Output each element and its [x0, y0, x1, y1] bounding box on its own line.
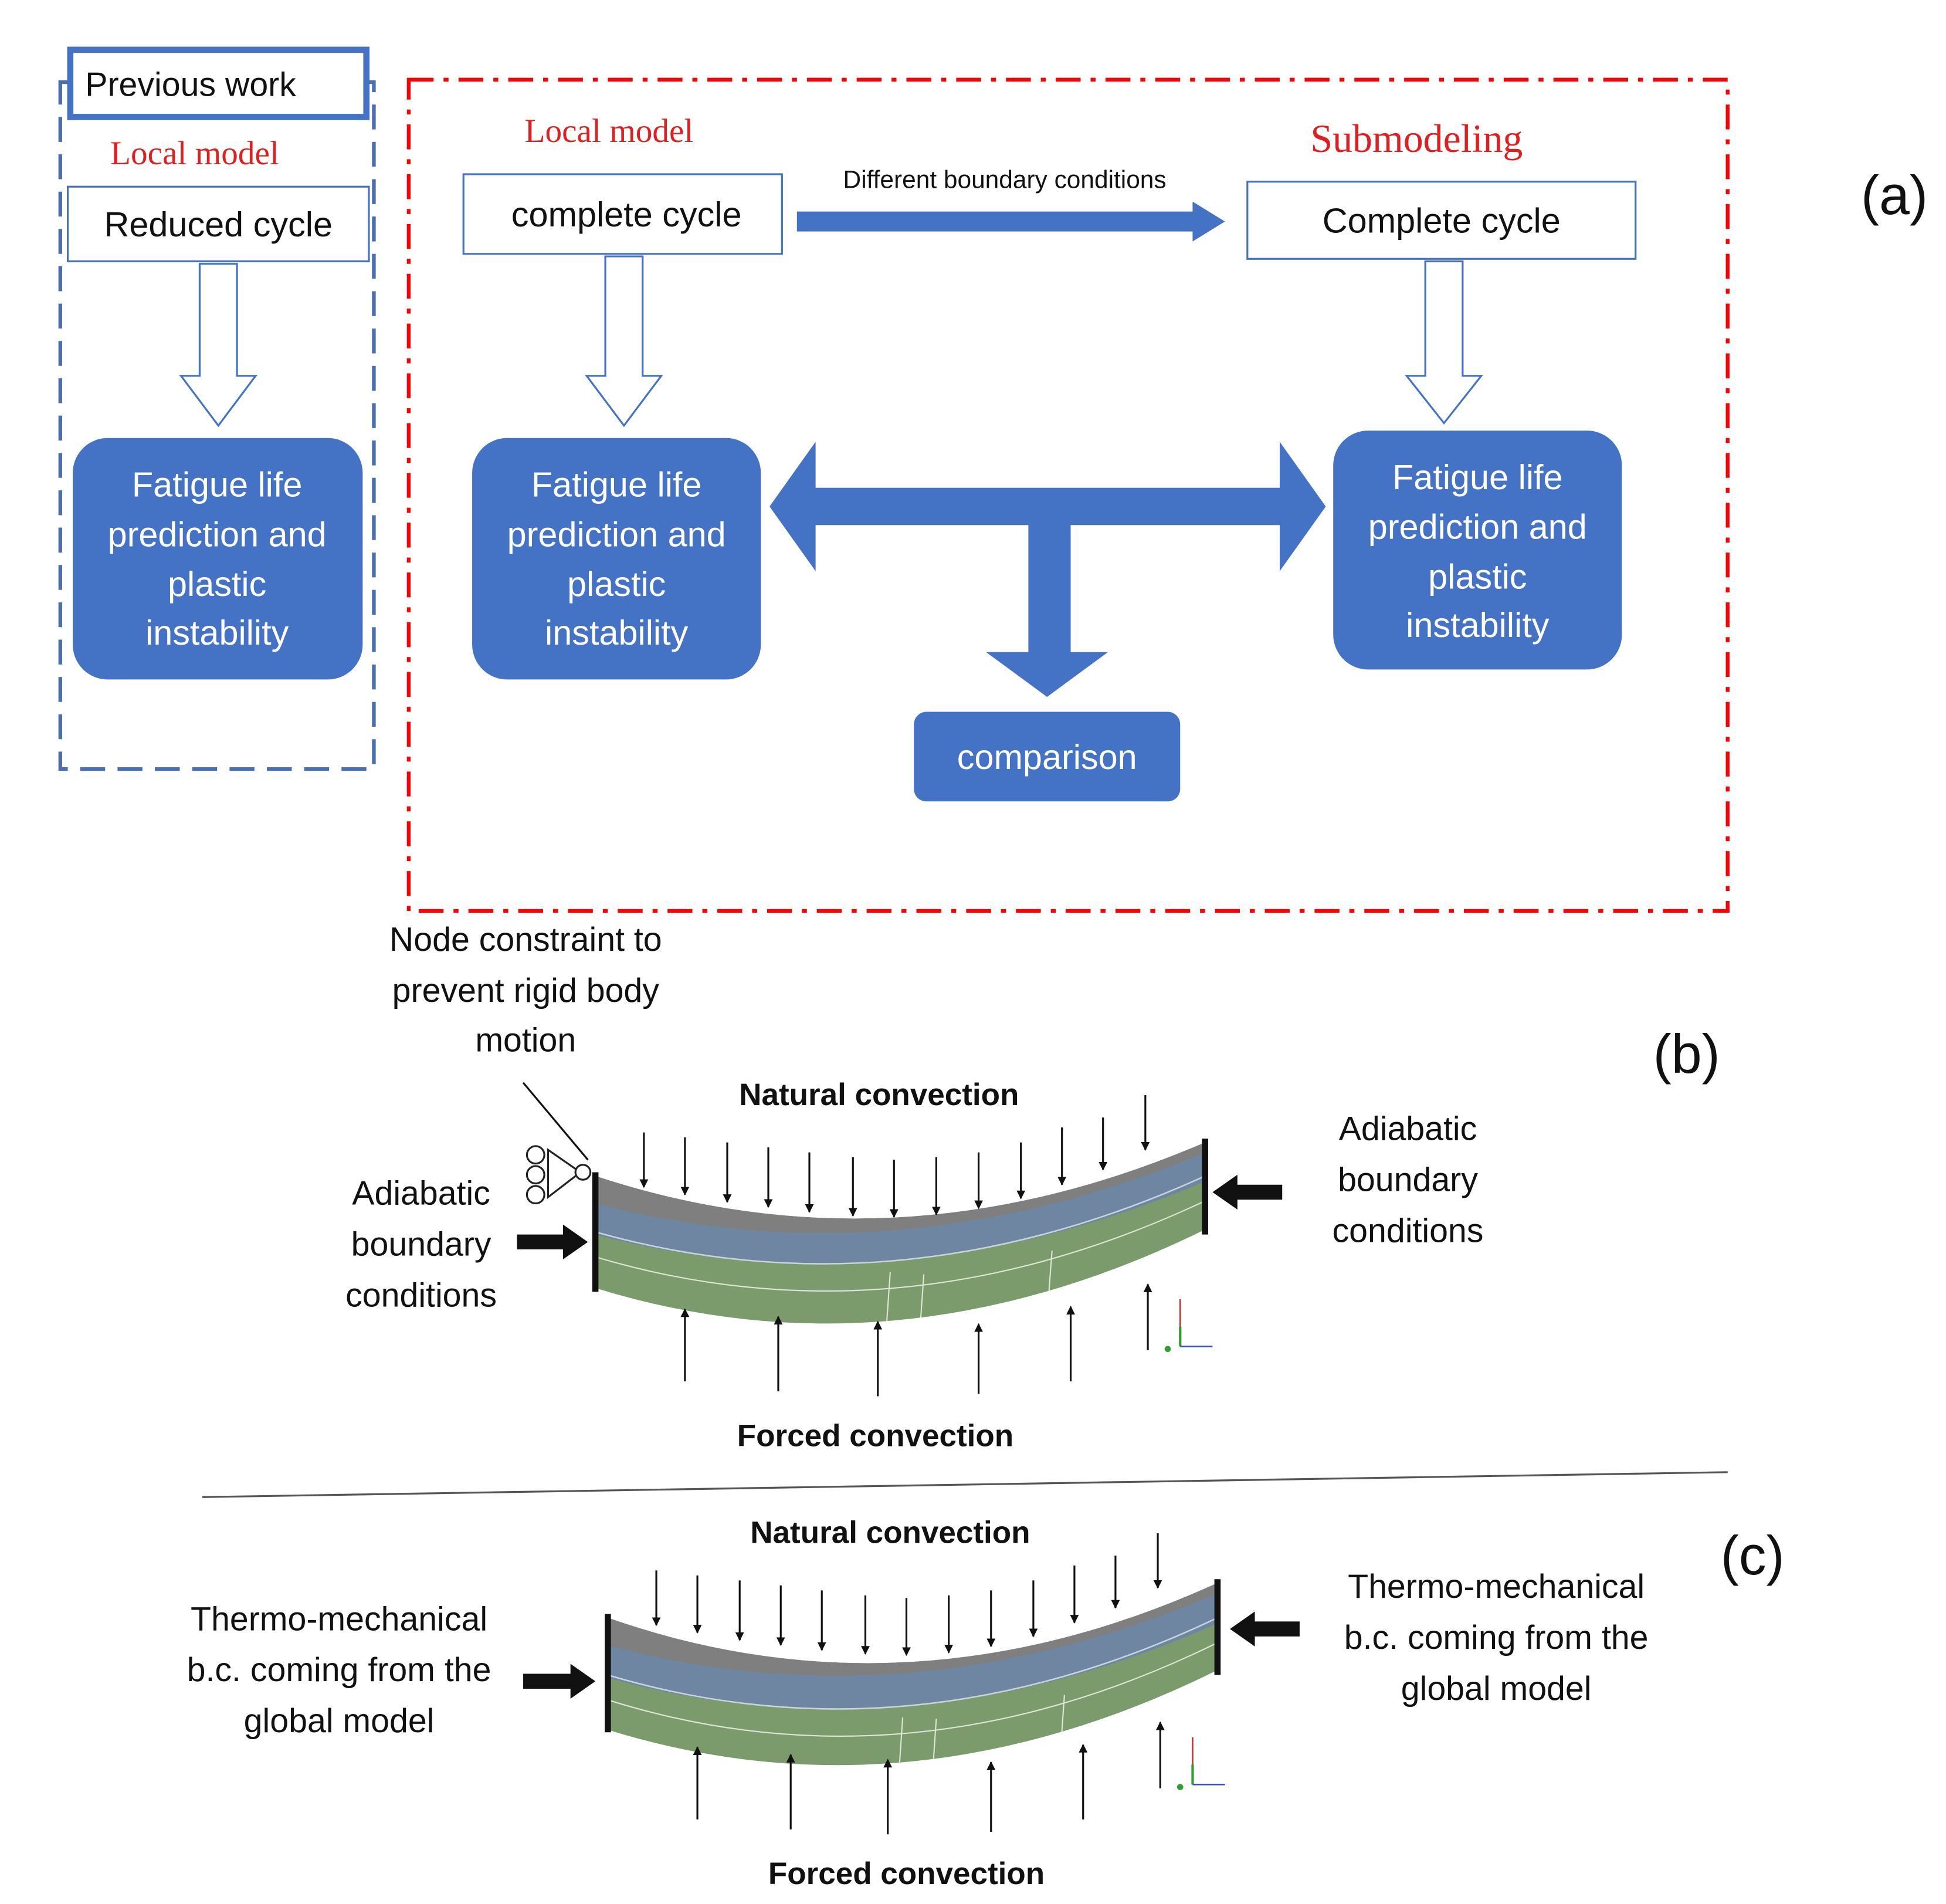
previous-output-line-2: prediction and — [108, 514, 327, 554]
panel-b-label: (b) — [1653, 1024, 1720, 1085]
thermo-left-line-3: global model — [244, 1702, 435, 1740]
panel-c-label: (c) — [1721, 1525, 1785, 1586]
local-output-box — [472, 438, 761, 680]
thermo-left-line-1: Thermo-mechanical — [191, 1600, 487, 1638]
node-note-line-1: Node constraint to — [389, 921, 662, 958]
node-note-leader — [522, 1082, 589, 1161]
adiabatic-right-line-2: boundary — [1338, 1161, 1478, 1198]
axis-triad-c — [1177, 1737, 1225, 1790]
adiabatic-right-line-1: Adiabatic — [1339, 1110, 1477, 1147]
natural-convection-arrows-c — [652, 1533, 1162, 1656]
reduced-cycle-box — [66, 185, 370, 263]
local-model-title: Local model — [525, 113, 694, 150]
previous-work-tag — [67, 46, 370, 120]
forced-convection-label-c: Forced convection — [768, 1856, 1045, 1891]
complete-cycle-local-box — [462, 173, 783, 255]
natural-convection-label-c: Natural convection — [750, 1516, 1030, 1550]
local-output-line-1: Fatigue life — [531, 465, 702, 504]
forced-convection-label-b: Forced convection — [737, 1418, 1013, 1453]
complete-cycle-sub-box — [1246, 181, 1637, 260]
axis-triad-b — [1164, 1299, 1213, 1353]
complete-cycle-sub-text: Complete cycle — [1323, 201, 1561, 240]
previous-work-tag-text: Previous work — [85, 66, 296, 103]
sub-output-line-4: instability — [1406, 605, 1550, 645]
previous-output-line-4: instability — [145, 613, 289, 652]
comparison-text: comparison — [957, 737, 1137, 777]
local-output-line-3: plastic — [567, 564, 666, 604]
sub-output-line-2: prediction and — [1368, 507, 1587, 547]
natural-convection-arrows-b — [639, 1095, 1150, 1218]
natural-convection-label-b: Natural convection — [739, 1078, 1019, 1112]
reduced-cycle-text: Reduced cycle — [104, 205, 333, 244]
right-thermo-arrow — [1230, 1611, 1300, 1646]
right-adiabatic-arrow — [1212, 1174, 1283, 1210]
adiabatic-left-line-3: conditions — [345, 1277, 497, 1314]
previous-local-model-title: Local model — [110, 135, 279, 172]
previous-output-box — [73, 438, 363, 680]
boundary-conditions-arrow — [796, 201, 1225, 242]
left-thermo-arrow — [523, 1664, 596, 1699]
previous-output-line-3: plastic — [168, 564, 266, 604]
forced-convection-arrows-b — [680, 1283, 1152, 1397]
panel-b: (b) Node constraint to prevent rigid bod… — [345, 921, 1720, 1453]
hollow-arrow-sub — [1405, 260, 1483, 425]
node-note-line-2: prevent rigid body — [392, 972, 660, 1009]
sub-output-box — [1333, 431, 1622, 670]
forced-convection-arrows-c — [693, 1721, 1165, 1835]
panel-a-label: (a) — [1861, 165, 1928, 226]
node-note-line-3: motion — [475, 1022, 576, 1059]
boundary-conditions-arrow-label: Different boundary conditions — [843, 165, 1167, 193]
section-c — [608, 1583, 1218, 1766]
section-b — [595, 1142, 1205, 1324]
sub-output-line-3: plastic — [1428, 557, 1527, 597]
local-output-line-4: instability — [545, 613, 689, 652]
comparison-double-arrow — [769, 442, 1326, 697]
thermo-right-line-1: Thermo-mechanical — [1348, 1568, 1645, 1605]
comparison-box — [914, 712, 1181, 802]
panel-a: (a) Previous work Local model Reduced cy… — [58, 46, 1928, 913]
local-output-line-2: prediction and — [507, 514, 726, 554]
submodeling-title: Submodeling — [1310, 117, 1523, 161]
panel-divider — [202, 1471, 1728, 1498]
adiabatic-left-line-2: boundary — [351, 1226, 491, 1263]
hollow-arrow-local — [585, 255, 663, 428]
thermo-right-line-3: global model — [1401, 1670, 1592, 1707]
current-work-frame — [406, 77, 1730, 913]
hollow-arrow-previous — [179, 263, 258, 428]
previous-output-line-1: Fatigue life — [132, 465, 303, 504]
adiabatic-right-line-3: conditions — [1333, 1212, 1484, 1249]
panel-c: (c) Natural convection Forced convection… — [187, 1516, 1785, 1891]
thermo-right-line-2: b.c. coming from the — [1344, 1619, 1649, 1656]
complete-cycle-local-text: complete cycle — [511, 195, 742, 234]
left-adiabatic-arrow — [517, 1224, 588, 1260]
node-constraint-icon — [526, 1145, 592, 1205]
sub-output-line-1: Fatigue life — [1392, 458, 1563, 497]
thermo-left-line-2: b.c. coming from the — [187, 1651, 491, 1689]
adiabatic-left-line-1: Adiabatic — [352, 1175, 490, 1212]
